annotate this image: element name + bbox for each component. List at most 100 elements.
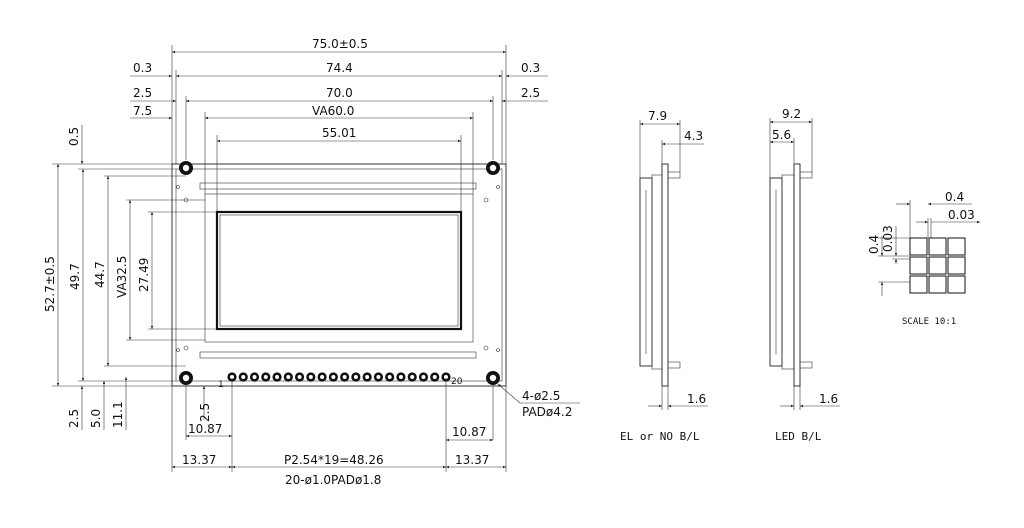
led-dim-9-2: 9.2 [782, 107, 801, 121]
active-area-inner [219, 214, 459, 327]
pin-pad [317, 372, 327, 382]
side-view-el: 7.9 1.6 4.3 1.6 EL or NO B/L [620, 109, 708, 443]
dim-overall-height: 52.7±0.5 [43, 256, 57, 312]
dim-10-87-left: 10.87 [188, 422, 222, 436]
dot-grid [909, 237, 966, 294]
top-bezel-strip [199, 182, 477, 190]
dot-scale-label: SCALE 10:1 [902, 317, 956, 327]
bottom-dimensions: 2.5 5.0 11.1 2.5 10.87 10.87 13.37 P2.54… [67, 377, 580, 487]
mount-hole-br [486, 371, 500, 385]
screw-r [496, 348, 500, 352]
dim-overall-width: 75.0±0.5 [312, 37, 368, 51]
screw-t [176, 185, 180, 189]
pin-pad [283, 372, 293, 382]
led-caption: LED B/L [775, 430, 822, 443]
pin-pad [249, 372, 260, 382]
dot-cell [947, 237, 966, 256]
dot-cell [909, 275, 928, 294]
pin-pad [430, 372, 440, 382]
pin-pad [396, 372, 406, 382]
pin-pad [261, 372, 271, 382]
dim-pin-pitch: P2.54*19=48.26 [284, 453, 384, 467]
pin-pad [306, 372, 316, 382]
dim-pcb-height: 49.7 [68, 263, 82, 290]
dim-pcb-width: 74.4 [326, 61, 353, 75]
pin-pad [373, 372, 384, 382]
pin-pad [362, 372, 372, 382]
dim-aa-width: 55.01 [322, 126, 356, 140]
pin-pad [238, 372, 248, 382]
dim-right-2-5: 2.5 [521, 86, 540, 100]
dot-dim-0-03-w: 0.03 [948, 208, 975, 222]
dot-detail: 0.4 0.03 0.4 0.03 SCALE 10:1 [867, 190, 980, 327]
dim-hole-height: 44.7 [93, 261, 107, 288]
led-dim-5-6: 5.6 [772, 128, 791, 142]
dot-dim-0-4-w: 0.4 [945, 190, 964, 204]
dim-va-width: VA60.0 [312, 104, 354, 118]
dot-cell [909, 237, 928, 256]
left-dimensions: 0.5 52.7±0.5 49.7 44.7 VA32.5 27.49 [43, 125, 217, 387]
dim-aa-height: 27.49 [137, 258, 151, 292]
dot-cell [947, 256, 966, 275]
dim-13-37-right: 13.37 [455, 453, 489, 467]
bottom-bezel-strip [199, 351, 477, 359]
dim-pin-pads: 20-ø1.0PADø1.8 [285, 473, 381, 487]
mount-pad-size: PADø4.2 [522, 405, 572, 419]
viewing-area [204, 193, 474, 343]
screw-l [176, 348, 180, 352]
pin-first-label: 1 [218, 380, 224, 390]
dot-cell [928, 256, 947, 275]
mount-hole-tr [486, 161, 500, 175]
pin-row [227, 372, 451, 382]
pin-pad [385, 372, 395, 382]
screw-bl [183, 345, 189, 351]
mount-hole-bl [179, 371, 193, 385]
pin-pad [272, 372, 282, 382]
pin-pad [227, 372, 237, 382]
dim-right-0-3: 0.3 [521, 61, 540, 75]
dim-left-0-3: 0.3 [133, 61, 152, 75]
pin-last-label: 20 [451, 377, 463, 387]
pin-pad [441, 372, 451, 382]
pin-pad [340, 372, 350, 382]
screw-tr [483, 197, 489, 203]
mount-hole-tl [179, 161, 193, 175]
el-dim-4-3-label: 4.3 [684, 129, 703, 143]
pin-pad [351, 372, 361, 382]
dim-bottom-2-5-a: 2.5 [67, 409, 81, 428]
el-dim-7-9: 7.9 [648, 109, 667, 123]
dot-cell [909, 256, 928, 275]
dot-cell [947, 275, 966, 294]
pin-pad [407, 372, 417, 382]
active-area [215, 210, 463, 331]
dim-left-7-5: 7.5 [133, 104, 152, 118]
pin-pad [328, 372, 338, 382]
dim-va-height: VA32.5 [115, 256, 129, 298]
dim-13-37-left: 13.37 [182, 453, 216, 467]
screw-br [483, 345, 489, 351]
dim-hole-width: 70.0 [326, 86, 353, 100]
dim-left-2-5: 2.5 [133, 86, 152, 100]
pin-pad [294, 372, 305, 382]
dim-bottom-2-5-b: 2.5 [198, 403, 212, 422]
dim-bottom-5-0: 5.0 [89, 409, 103, 428]
el-caption: EL or NO B/L [620, 430, 700, 443]
pcb-outline [171, 163, 507, 387]
el-dim-1-6: 1.6 [687, 392, 706, 406]
bezel-outline [175, 168, 503, 382]
dot-cell [928, 237, 947, 256]
screw-tr2 [496, 185, 500, 189]
dim-bottom-11-1: 11.1 [111, 401, 125, 428]
led-dim-1-6: 1.6 [819, 392, 838, 406]
dim-top-0-5: 0.5 [67, 127, 81, 146]
top-dimensions: 75.0±0.5 74.4 70.0 VA60.0 55.01 0.3 2.5 … [130, 37, 548, 212]
mount-hole-size: 4-ø2.5 [522, 389, 560, 403]
module-front-view: 1 20 [171, 161, 507, 390]
side-view-led: 9.2 5.6 1.6 LED B/L [769, 107, 840, 443]
dot-dim-0-03-h: 0.03 [881, 225, 895, 252]
dot-cell [928, 275, 947, 294]
dim-10-87-right: 10.87 [452, 425, 486, 439]
pin-pad [418, 372, 429, 382]
dot-dim-0-4-h: 0.4 [867, 235, 881, 254]
